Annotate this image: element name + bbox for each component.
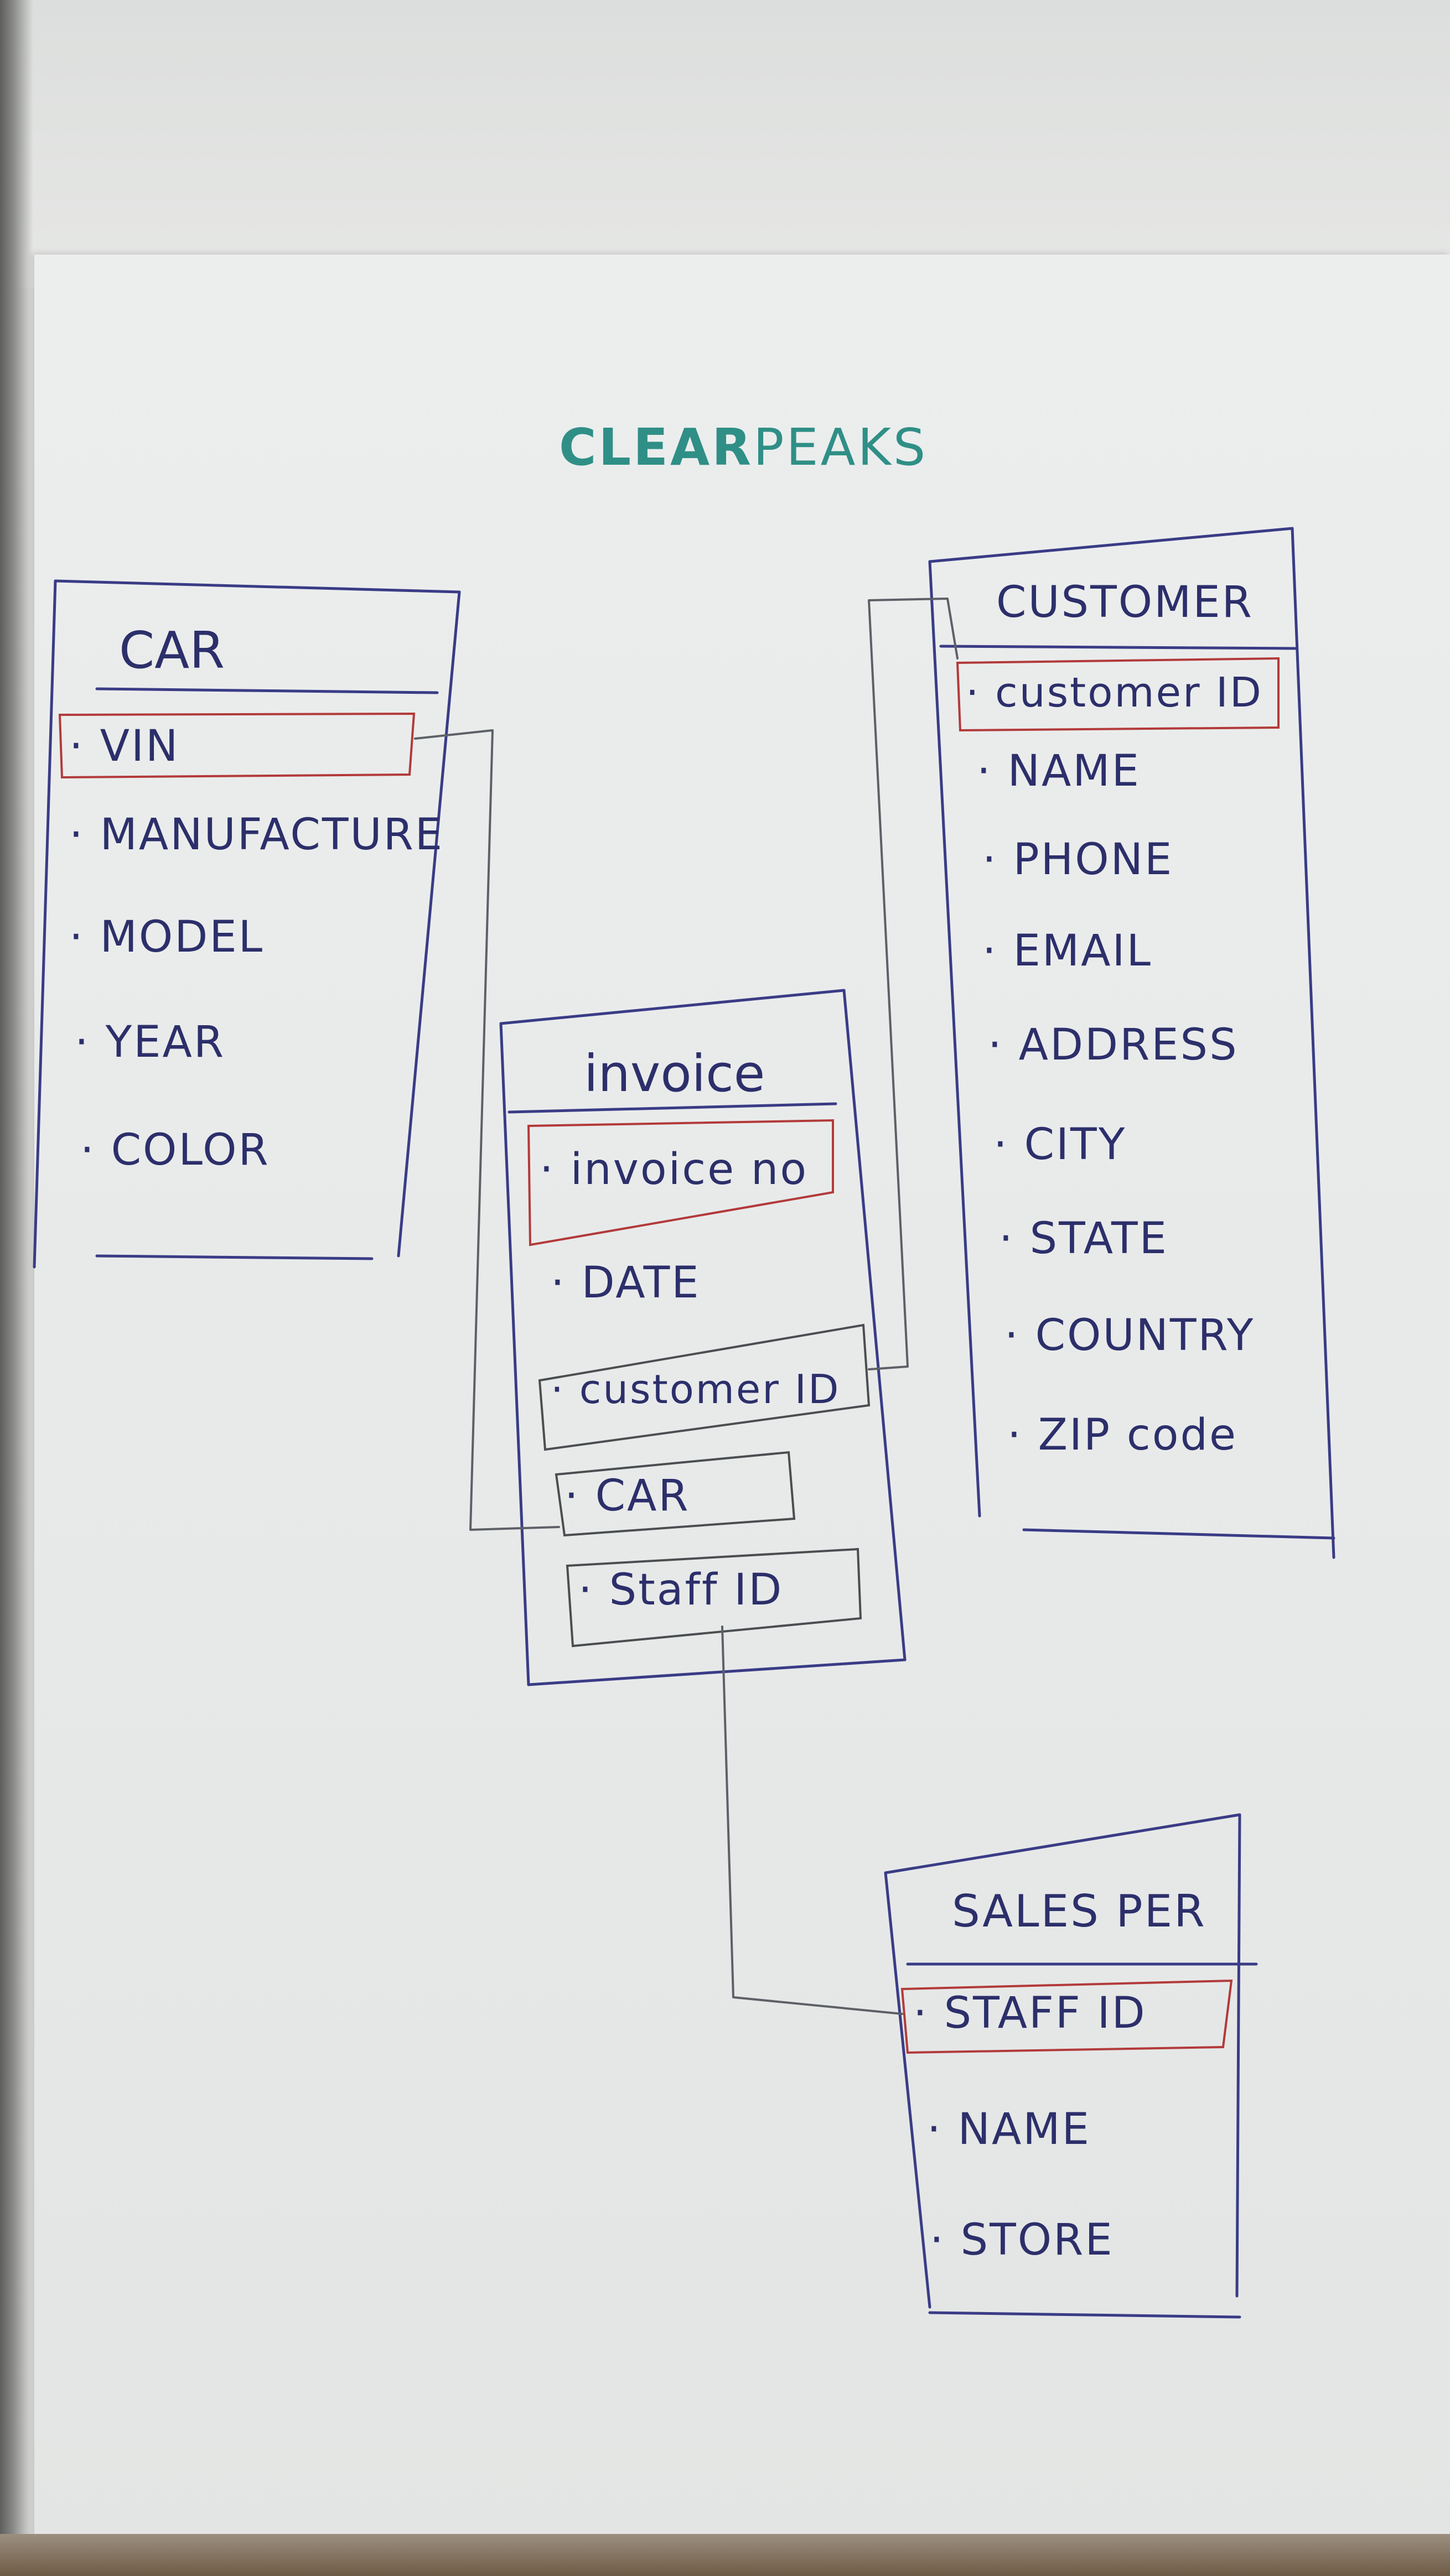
car-field-color-label: COLOR	[111, 1125, 270, 1175]
car-field-model-label: MODEL	[100, 912, 265, 962]
car-field-manufacture: · MANUFACTURE	[69, 810, 444, 860]
car-field-model: · MODEL	[69, 912, 265, 962]
invoice-field-car: · CAR	[565, 1471, 690, 1521]
customer-entity-title: CUSTOMER	[996, 578, 1254, 627]
invoice-box-bottom	[527, 1658, 907, 1686]
invoice-car-ref-box	[555, 1451, 796, 1537]
sales-per-field-name: · NAME	[927, 2105, 1091, 2154]
car-field-year-label: YEAR	[105, 1017, 226, 1067]
customer-field-phone: · PHONE	[982, 835, 1174, 885]
sales-per-box-top	[884, 1813, 1241, 1874]
logo-part-clear: CLEAR	[559, 418, 754, 477]
invoice-customer-id-ref-box	[538, 1323, 871, 1451]
car-box-left	[33, 579, 57, 1269]
car-box-bottom	[95, 1254, 374, 1260]
invoice-box-right	[842, 989, 907, 1661]
customer-id-to-invoice-customer-id-line	[868, 598, 959, 1370]
staff-id-key-box	[900, 1979, 1233, 2054]
customer-field-state: · STATE	[999, 1214, 1168, 1264]
invoice-entity-box	[499, 989, 907, 1686]
customer-field-customer-id-label: customer ID	[995, 669, 1263, 716]
invoice-no-key-box	[527, 1119, 834, 1247]
car-field-manufacture-label: MANUFACTURE	[100, 810, 444, 860]
customer-box-bottom	[1022, 1528, 1335, 1540]
car-entity-title: CAR	[119, 621, 225, 680]
car-vin-key-box	[58, 712, 416, 779]
customer-box-right	[1291, 527, 1335, 1559]
invoice-field-customer-id-label: customer ID	[579, 1366, 841, 1412]
customer-entity-box	[928, 527, 1335, 1559]
customer-box-left	[928, 560, 981, 1518]
car-field-vin: · VIN	[69, 721, 180, 771]
clearpeaks-logo: CLEARPEAKS	[559, 418, 980, 477]
sales-per-box-right	[1235, 1813, 1241, 2298]
invoice-field-invoice-no-label: invoice no	[570, 1145, 809, 1194]
customer-field-city: · CITY	[993, 1120, 1127, 1170]
sales-per-entity-box	[884, 1813, 1258, 2319]
customer-field-address: · ADDRESS	[988, 1020, 1239, 1070]
sales-per-box-bottom	[928, 2311, 1241, 2319]
invoice-field-staff-id: · Staff ID	[578, 1565, 784, 1615]
car-field-year: · YEAR	[75, 1017, 226, 1067]
sales-per-field-name-label: NAME	[957, 2105, 1091, 2154]
invoice-title-underline	[508, 1102, 837, 1114]
customer-field-zip-code: · ZIP code	[1007, 1410, 1237, 1460]
relationship-lines	[414, 598, 959, 2015]
customer-field-name: · NAME	[977, 746, 1141, 796]
invoice-field-date: · DATE	[551, 1258, 701, 1308]
invoice-box-left	[499, 1022, 530, 1686]
customer-title-underline	[939, 645, 1297, 650]
invoice-field-date-label: DATE	[581, 1258, 701, 1308]
sales-per-field-staff-id: · STAFF ID	[913, 1988, 1147, 2038]
car-box-right	[397, 590, 461, 1258]
customer-field-country-label: COUNTRY	[1035, 1311, 1255, 1360]
paper-edge-shadow	[0, 0, 33, 2576]
vin-to-invoice-car-line	[414, 729, 560, 1531]
sales-per-field-store: · STORE	[930, 2215, 1114, 2265]
primary-key-boxes	[58, 657, 1280, 2054]
logo-part-peaks: PEAKS	[753, 418, 928, 477]
car-title-underline	[95, 687, 439, 694]
invoice-staff-id-ref-box	[566, 1547, 862, 1648]
invoice-field-customer-id: · customer ID	[551, 1366, 841, 1412]
customer-box-top	[928, 527, 1294, 563]
customer-field-customer-id: · customer ID	[966, 669, 1263, 716]
customer-field-name-label: NAME	[1007, 746, 1141, 796]
customer-field-phone-label: PHONE	[1013, 835, 1174, 885]
car-entity-box	[33, 579, 461, 1269]
car-box-top	[54, 579, 461, 594]
sales-per-entity-title: SALES PER	[952, 1886, 1206, 1937]
invoice-field-car-label: CAR	[595, 1471, 690, 1521]
sales-per-field-store-label: STORE	[960, 2215, 1114, 2265]
customer-field-address-label: ADDRESS	[1018, 1020, 1239, 1070]
paper-sheet	[34, 255, 1450, 2567]
invoice-entity-title: invoice	[584, 1044, 765, 1103]
staff-id-to-invoice-staff-id-line	[721, 1625, 903, 2015]
customer-field-zip-code-label: ZIP code	[1038, 1410, 1237, 1460]
customer-field-city-label: CITY	[1024, 1120, 1127, 1170]
customer-field-email-label: EMAIL	[1013, 926, 1152, 976]
paper-top-sheet	[0, 0, 1450, 288]
car-field-vin-label: VIN	[100, 721, 180, 771]
customer-field-country: · COUNTRY	[1004, 1311, 1255, 1360]
invoice-box-top	[499, 989, 846, 1025]
customer-field-email: · EMAIL	[982, 926, 1152, 976]
foreign-key-boxes	[538, 1323, 871, 1648]
table-surface	[0, 2534, 1450, 2576]
car-field-color: · COLOR	[80, 1125, 270, 1175]
customer-id-key-box	[956, 657, 1280, 732]
sales-per-box-left	[884, 1871, 931, 2309]
sales-per-field-staff-id-label: STAFF ID	[944, 1988, 1147, 2038]
customer-field-state-label: STATE	[1029, 1214, 1168, 1264]
invoice-field-invoice-no: · invoice no	[540, 1145, 809, 1194]
invoice-field-staff-id-label: Staff ID	[609, 1565, 784, 1615]
